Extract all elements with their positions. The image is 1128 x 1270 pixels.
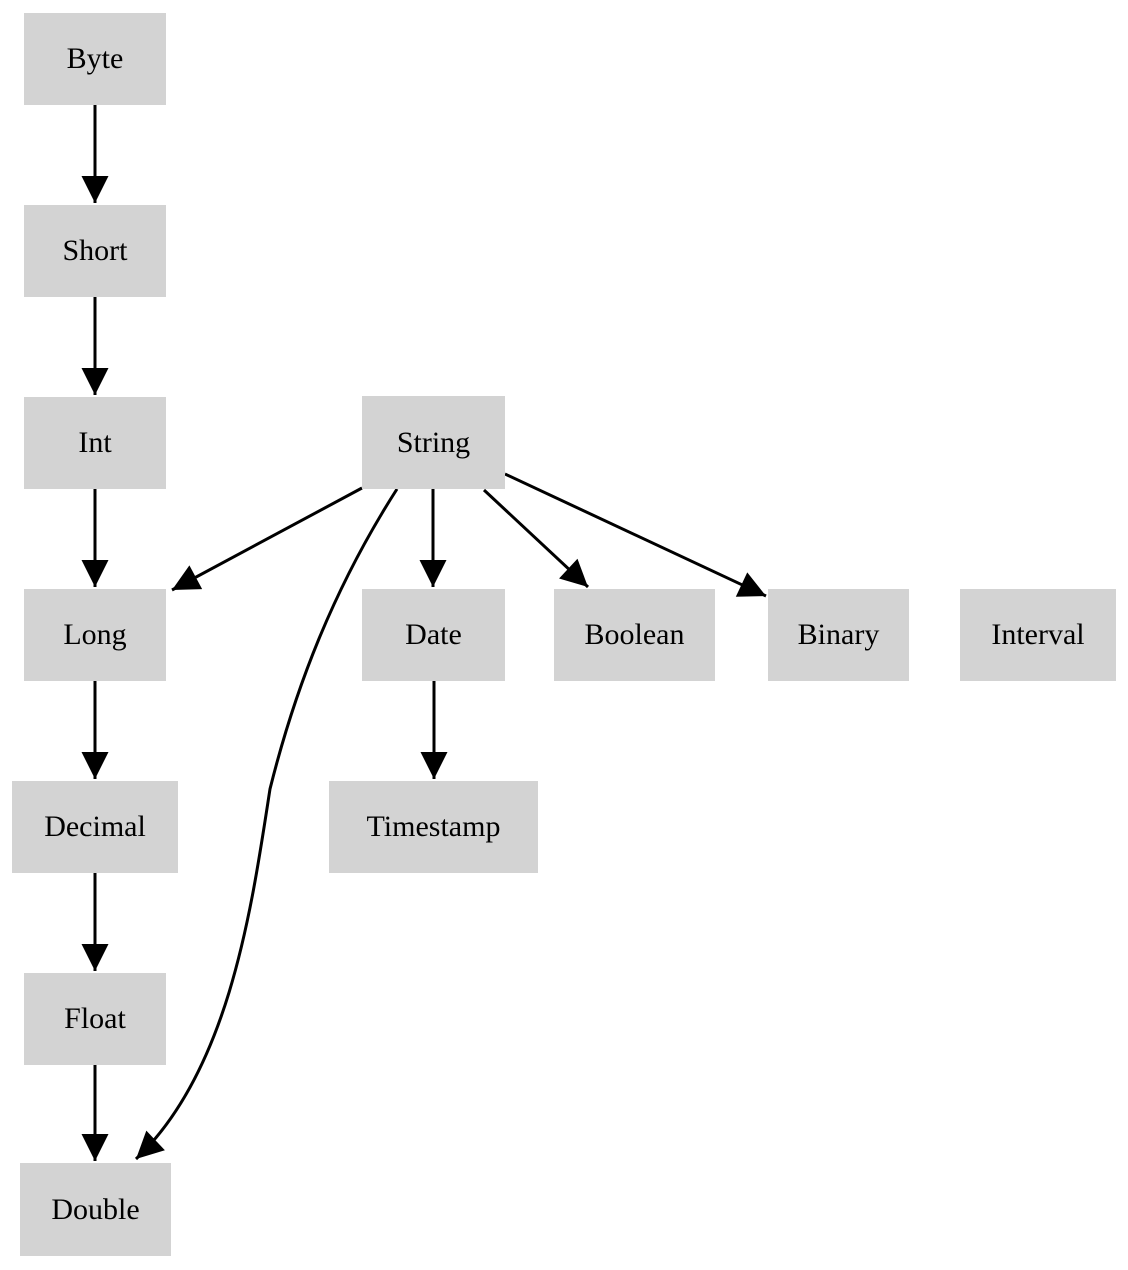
node-timestamp: Timestamp <box>329 781 538 873</box>
edge-string-binary <box>504 472 767 598</box>
edges-group <box>81 105 767 1161</box>
node-byte: Byte <box>24 13 166 105</box>
node-string: String <box>362 396 505 489</box>
node-short: Short <box>24 205 166 297</box>
edge-string-boolean <box>482 488 590 589</box>
node-long: Long <box>24 589 166 681</box>
node-decimal: Decimal <box>12 781 178 873</box>
node-binary: Binary <box>768 589 909 681</box>
node-boolean: Boolean <box>554 589 715 681</box>
node-int: Int <box>24 397 166 489</box>
node-date: Date <box>362 589 505 681</box>
node-double: Double <box>20 1163 171 1256</box>
node-float: Float <box>24 973 166 1065</box>
edge-string-long <box>171 486 363 592</box>
node-interval: Interval <box>960 589 1116 681</box>
edge-string-double <box>134 488 399 1161</box>
